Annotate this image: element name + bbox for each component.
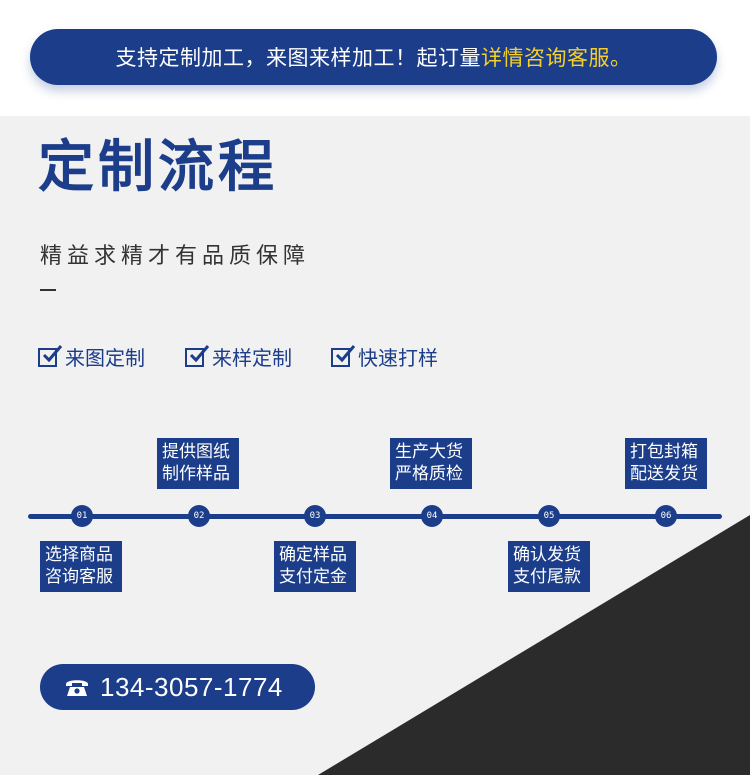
timeline-step: 选择商品 咨询客服 — [40, 541, 122, 592]
timeline-step: 生产大货 严格质检 — [390, 438, 472, 489]
timeline-node: 06 — [655, 505, 677, 527]
telephone-icon — [66, 680, 88, 696]
step-line-2: 严格质检 — [395, 464, 463, 484]
step-line-1: 确认发货 — [513, 545, 581, 565]
promo-banner: 支持定制加工，来图来样加工！起订量详情咨询客服。 — [30, 29, 717, 85]
step-line-1: 确定样品 — [279, 545, 347, 565]
feature-item-drawing: 来图定制 — [38, 342, 145, 371]
checkbox-icon — [331, 345, 356, 367]
checkbox-icon — [185, 345, 210, 367]
timeline-step: 确定样品 支付定金 — [274, 541, 356, 592]
step-line-1: 生产大货 — [395, 442, 463, 462]
page-subtitle: 精益求精才有品质保障 — [40, 244, 311, 269]
page-title: 定制流程 — [38, 135, 278, 200]
checkbox-icon — [38, 345, 63, 367]
phone-button[interactable]: 134-3057-1774 — [40, 664, 315, 710]
banner-text: 支持定制加工，来图来样加工！起订量 — [115, 46, 481, 70]
step-line-2: 咨询客服 — [45, 567, 113, 587]
step-line-1: 打包封箱 — [630, 442, 698, 462]
step-line-1: 选择商品 — [45, 545, 113, 565]
timeline-step: 确认发货 支付尾款 — [508, 541, 590, 592]
divider — [40, 289, 56, 291]
step-line-2: 配送发货 — [630, 464, 698, 484]
timeline-step: 提供图纸 制作样品 — [157, 438, 239, 489]
timeline-node: 01 — [71, 505, 93, 527]
step-line-2: 制作样品 — [162, 464, 230, 484]
timeline-line — [28, 514, 722, 519]
timeline-node: 04 — [421, 505, 443, 527]
step-line-2: 支付定金 — [279, 567, 347, 587]
banner-highlight: 详情咨询客服。 — [481, 46, 632, 70]
feature-item-sample: 来样定制 — [185, 342, 292, 371]
step-line-1: 提供图纸 — [162, 442, 230, 462]
timeline-node: 05 — [538, 505, 560, 527]
step-line-2: 支付尾款 — [513, 567, 581, 587]
timeline-node: 02 — [188, 505, 210, 527]
phone-number[interactable]: 134-3057-1774 — [100, 671, 283, 702]
timeline-step: 打包封箱 配送发货 — [625, 438, 707, 489]
feature-label: 快速打样 — [358, 346, 438, 370]
feature-label: 来图定制 — [65, 346, 145, 370]
feature-label: 来样定制 — [212, 346, 292, 370]
timeline-node: 03 — [304, 505, 326, 527]
feature-item-prototype: 快速打样 — [331, 342, 438, 371]
